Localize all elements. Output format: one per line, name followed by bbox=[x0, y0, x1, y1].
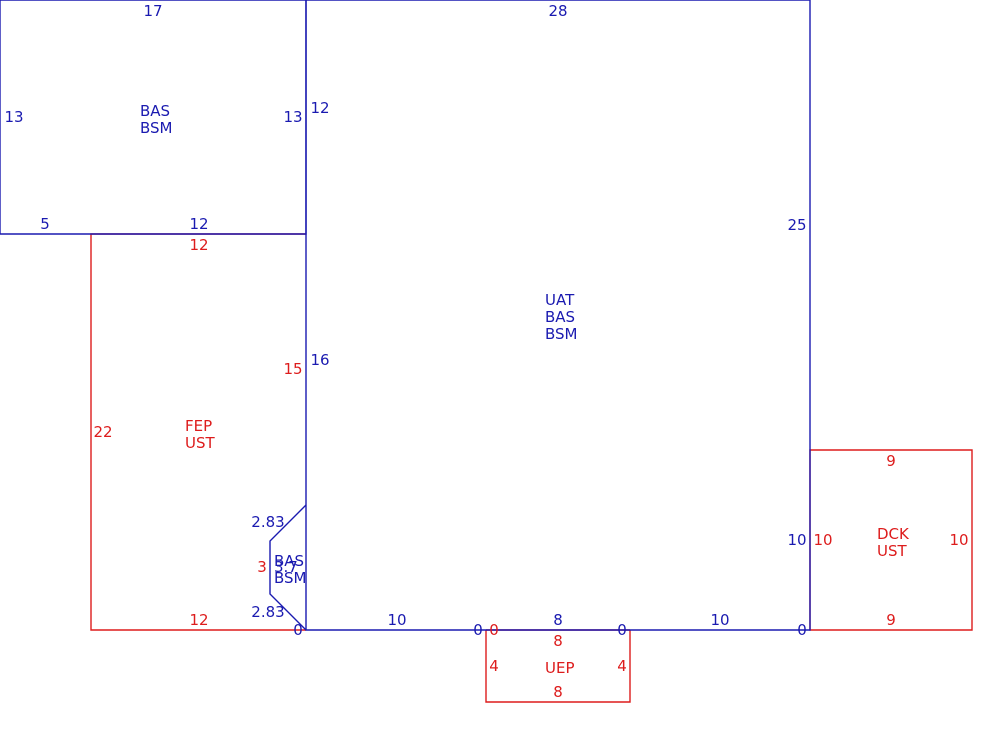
dck-dim-right: 10 bbox=[949, 531, 968, 549]
zero-marker-d: 0 bbox=[617, 621, 627, 639]
bay-label-2: BSM bbox=[274, 569, 307, 587]
fep-dim-top: 12 bbox=[189, 236, 208, 254]
zero-marker-b: 0 bbox=[473, 621, 483, 639]
bay-dim-lower-diag: 2.83 bbox=[251, 603, 284, 621]
main-label-3: BSM bbox=[545, 325, 578, 343]
dck-dim-bottom: 9 bbox=[886, 611, 896, 629]
uep-dim-right: 4 bbox=[617, 657, 627, 675]
top-left-dim-bottom-left: 5 bbox=[40, 215, 50, 233]
dck-label-2: UST bbox=[877, 542, 908, 560]
main-dim-left-upper: 12 bbox=[310, 99, 329, 117]
dck-label-1: DCK bbox=[877, 525, 910, 543]
top-left-dim-left: 13 bbox=[4, 108, 23, 126]
top-left-dim-bottom: 12 bbox=[189, 215, 208, 233]
uep-dim-top: 8 bbox=[553, 632, 563, 650]
fep-label-2: UST bbox=[185, 434, 216, 452]
main-dim-bottom-left: 10 bbox=[387, 611, 406, 629]
top-left-label-2: BSM bbox=[140, 119, 173, 137]
uep-outline bbox=[485, 630, 631, 703]
main-dim-right-lower: 10 bbox=[787, 531, 806, 549]
dck-dim-left: 10 bbox=[813, 531, 832, 549]
fep-label-1: FEP bbox=[185, 417, 212, 435]
main-dim-top: 28 bbox=[548, 2, 567, 20]
bay-dim-upper-diag: 2.83 bbox=[251, 513, 284, 531]
uep-dim-bottom: 8 bbox=[553, 683, 563, 701]
fep-dim-bottom: 12 bbox=[189, 611, 208, 629]
fep-dim-side-small: 3 bbox=[257, 558, 267, 576]
zero-marker-a: 0 bbox=[293, 621, 303, 639]
main-dim-bottom-right: 10 bbox=[710, 611, 729, 629]
bay-label-1: BAS bbox=[274, 552, 304, 570]
fep-dim-right: 15 bbox=[283, 360, 302, 378]
main-label-2: BAS bbox=[545, 308, 575, 326]
top-left-dim-top: 17 bbox=[143, 2, 162, 20]
main-area-outline bbox=[305, 0, 811, 631]
main-dim-bottom-mid: 8 bbox=[553, 611, 563, 629]
fep-dim-left: 22 bbox=[93, 423, 112, 441]
bay-dim-side: 3.7 bbox=[274, 558, 298, 576]
main-label-1: UAT bbox=[545, 291, 575, 309]
uep-label: UEP bbox=[545, 659, 575, 677]
top-left-dim-right: 13 bbox=[283, 108, 302, 126]
dck-dim-top: 9 bbox=[886, 452, 896, 470]
uep-dim-left: 4 bbox=[489, 657, 499, 675]
top-left-label-1: BAS bbox=[140, 102, 170, 120]
main-dim-left-lower: 16 bbox=[310, 351, 329, 369]
zero-marker-c: 0 bbox=[489, 621, 499, 639]
bay-window-outline bbox=[269, 504, 307, 631]
zero-marker-e: 0 bbox=[797, 621, 807, 639]
main-dim-right-upper: 25 bbox=[787, 216, 806, 234]
